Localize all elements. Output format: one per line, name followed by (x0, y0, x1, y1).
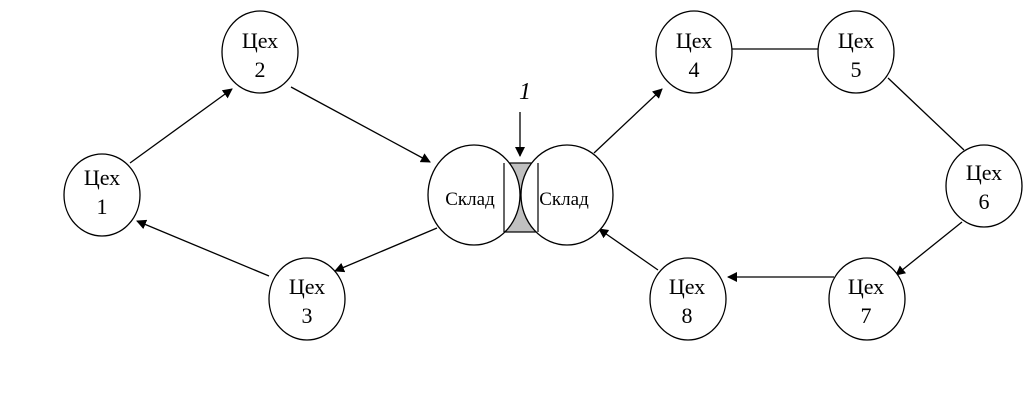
workshop-node-4-title: Цех (676, 28, 712, 53)
workshop-node-1-number: 1 (97, 194, 108, 219)
link-marker-label: 1 (519, 79, 531, 105)
edge-store-c3 (334, 227, 438, 273)
store-left: Склад (427, 144, 521, 246)
store-right-label: Склад (539, 189, 589, 210)
workshop-node-2: Цех 2 (221, 10, 299, 94)
workshop-node-3-title: Цех (289, 274, 325, 299)
workshop-node-7-circle (828, 257, 906, 341)
workshop-node-3-circle (268, 257, 346, 341)
workshop-node-6-number: 6 (979, 189, 990, 214)
workshop-node-5: Цех 5 (817, 10, 895, 94)
edge-c2-store (290, 86, 431, 163)
edge-store-c4 (593, 88, 663, 154)
workshop-node-1: Цех 1 (63, 153, 141, 237)
workshop-node-1-title: Цех (84, 165, 120, 190)
link-marker: 1 (515, 79, 531, 157)
store-left-circle (427, 144, 521, 246)
store-right: Склад (520, 144, 614, 246)
workshop-node-5-title: Цех (838, 28, 874, 53)
workshop-node-7: Цех 7 (828, 257, 906, 341)
store-right-circle (520, 144, 614, 246)
workshop-node-4-number: 4 (689, 57, 700, 82)
edge-c3-c1 (136, 219, 270, 277)
workshop-node-8-number: 8 (682, 303, 693, 328)
store-left-label: Склад (445, 189, 495, 210)
workshop-node-2-title: Цех (242, 28, 278, 53)
workshop-node-4: Цех 4 (655, 10, 733, 94)
workshop-node-6: Цех 6 (945, 144, 1023, 228)
workshop-node-3: Цех 3 (268, 257, 346, 341)
edge-c1-c2 (129, 88, 233, 164)
workshop-node-2-number: 2 (255, 57, 266, 82)
workshop-node-8-title: Цех (669, 274, 705, 299)
workshop-node-8: Цех 8 (649, 257, 727, 341)
workshop-node-4-circle (655, 10, 733, 94)
workshop-node-6-title: Цех (966, 160, 1002, 185)
workshop-node-5-circle (817, 10, 895, 94)
workshop-node-1-circle (63, 153, 141, 237)
workshop-node-8-circle (649, 257, 727, 341)
workshop-node-5-number: 5 (851, 57, 862, 82)
workshop-node-2-circle (221, 10, 299, 94)
edge-c6-c7 (895, 221, 963, 276)
workshop-node-6-circle (945, 144, 1023, 228)
edges-layer (129, 48, 965, 282)
workshop-node-7-number: 7 (861, 303, 872, 328)
edge-c5-c6 (887, 77, 965, 151)
workshop-node-7-title: Цех (848, 274, 884, 299)
workshop-node-3-number: 3 (302, 303, 313, 328)
edge-c8-store (598, 228, 659, 271)
